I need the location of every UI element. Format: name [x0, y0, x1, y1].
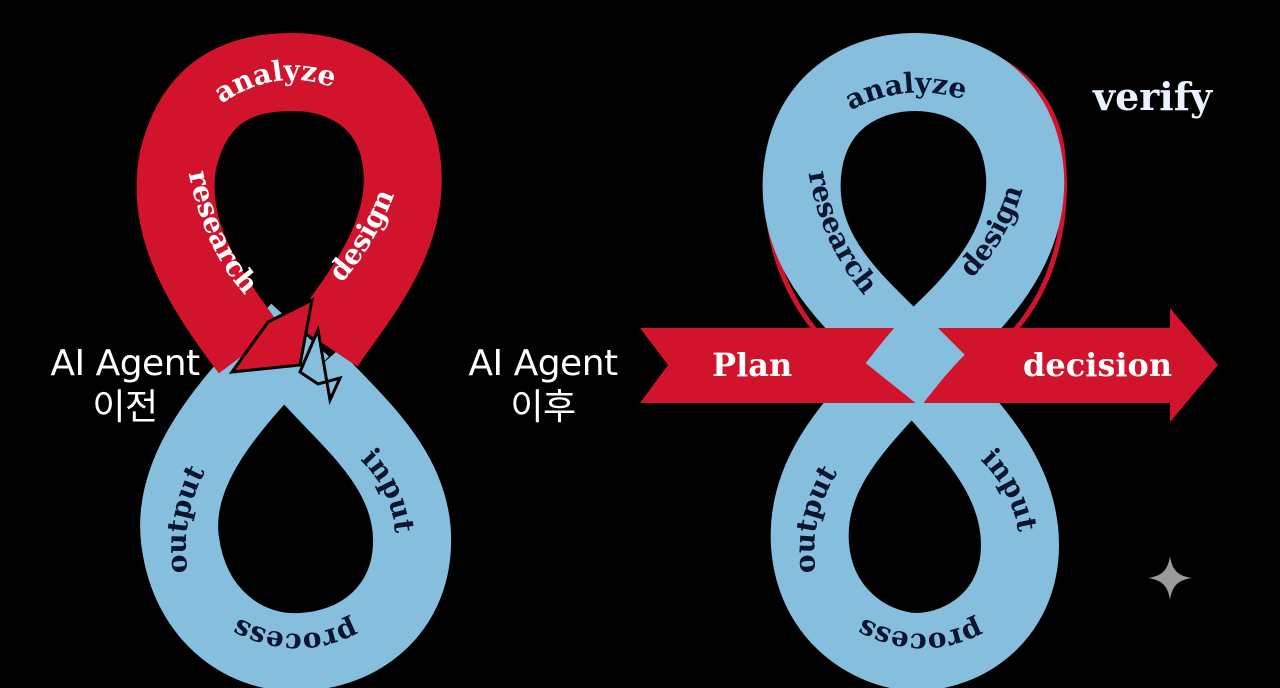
- after-caption-line1: AI Agent: [468, 343, 618, 384]
- after-caption: AI Agent 이후: [448, 342, 638, 430]
- after-caption-line2: 이후: [510, 387, 576, 428]
- before-caption: AI Agent 이전: [30, 342, 220, 430]
- sparkle-icon: [1148, 556, 1192, 600]
- before-caption-line1: AI Agent: [50, 343, 200, 384]
- before-red-arrowhead: [228, 297, 315, 374]
- after-arrow-label-plan: Plan: [712, 346, 792, 384]
- after-verify-label: verify: [1092, 74, 1213, 119]
- after-arrow-label-decision: decision: [1023, 346, 1172, 384]
- after-figure-eight: [762, 33, 1065, 688]
- after-figure-eight-crossing: [865, 305, 966, 407]
- before-lower-loop: [140, 303, 452, 688]
- before-upper-loop: [136, 33, 442, 374]
- before-blue-arrowhead: [298, 324, 343, 406]
- before-caption-line2: 이전: [92, 387, 158, 428]
- after-figure: analyze research design output input pro…: [640, 33, 1218, 688]
